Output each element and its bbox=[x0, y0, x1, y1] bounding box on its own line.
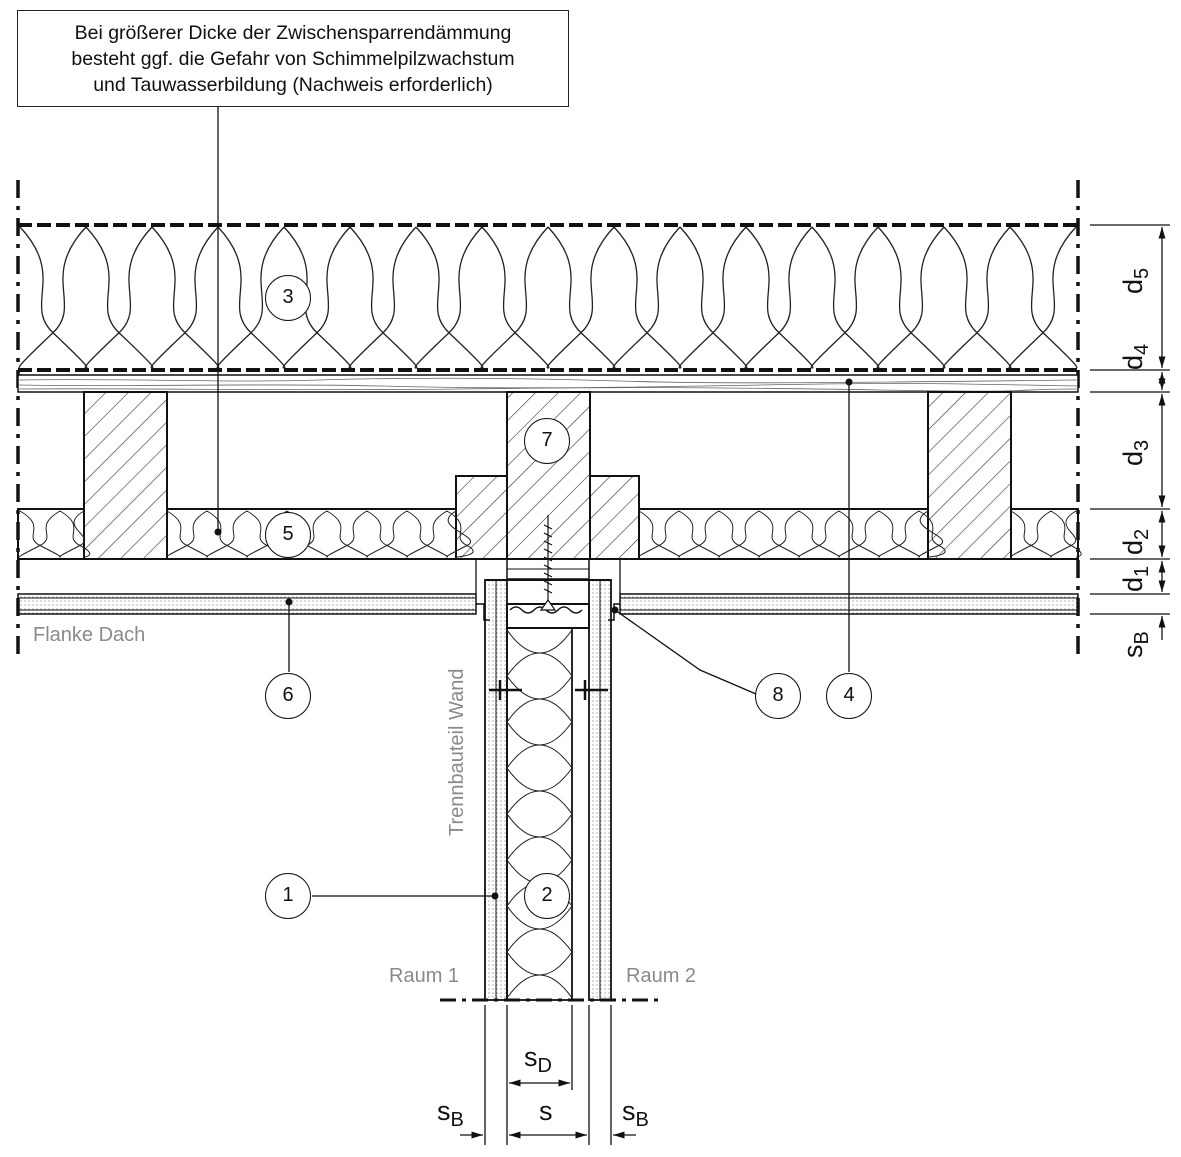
dim-d2: d2 bbox=[1118, 528, 1153, 555]
dim-sB-wall-left: sB bbox=[437, 1096, 464, 1131]
label-flanke-dach: Flanke Dach bbox=[33, 624, 146, 646]
callout-5: 5 bbox=[265, 512, 311, 558]
callout-7: 7 bbox=[524, 418, 570, 464]
dim-sD: sD bbox=[524, 1042, 552, 1077]
callout-8: 8 bbox=[755, 673, 801, 719]
note-line-2: besteht ggf. die Gefahr von Schimmelpilz… bbox=[71, 48, 515, 70]
label-raum-2: Raum 2 bbox=[626, 965, 697, 987]
callout-4: 4 bbox=[826, 673, 872, 719]
dim-d5: d5 bbox=[1118, 267, 1153, 294]
callout-3: 3 bbox=[265, 275, 311, 321]
partition-wall bbox=[440, 558, 660, 1002]
note-line-3: und Tauwasserbildung (Nachweis erforderl… bbox=[93, 74, 493, 96]
dimension-chain-right bbox=[1090, 224, 1170, 640]
callout-1: 1 bbox=[265, 873, 311, 919]
label-trennbauteil-wand: Trennbauteil Wand bbox=[446, 668, 468, 837]
timber-board-layer bbox=[17, 374, 1079, 393]
dim-sB-right: sB bbox=[1118, 631, 1153, 658]
label-raum-1: Raum 1 bbox=[389, 965, 460, 987]
note-line-1: Bei größerer Dicke der Zwischensparrendä… bbox=[74, 22, 512, 44]
dim-sB-wall-right: sB bbox=[622, 1096, 649, 1131]
dimension-chain-bottom bbox=[460, 1005, 636, 1145]
dim-d4: d4 bbox=[1118, 343, 1153, 370]
leader-lines bbox=[217, 107, 850, 897]
break-lines bbox=[16, 180, 1080, 655]
warning-note-box: Bei größerer Dicke der Zwischensparrendä… bbox=[17, 10, 569, 107]
callout-6: 6 bbox=[265, 673, 311, 719]
aufsparren-insulation bbox=[18, 223, 1078, 372]
dim-d1: d1 bbox=[1118, 565, 1153, 592]
callout-2: 2 bbox=[524, 873, 570, 919]
screw-fastener bbox=[539, 515, 557, 611]
dim-s: s bbox=[539, 1096, 553, 1126]
dim-d3: d3 bbox=[1118, 439, 1153, 466]
